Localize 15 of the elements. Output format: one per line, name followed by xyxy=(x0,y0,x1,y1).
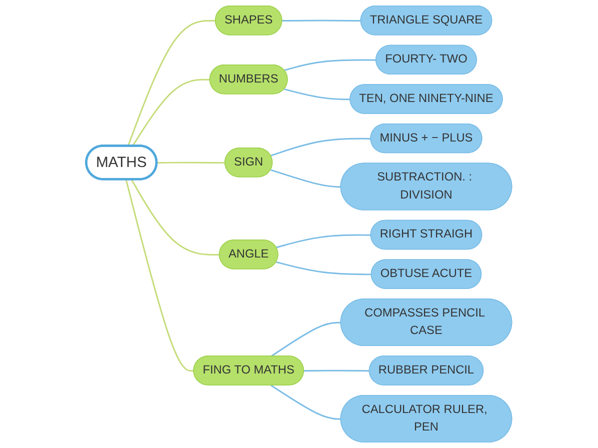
connector xyxy=(276,234,372,248)
connector xyxy=(130,179,220,256)
connector xyxy=(284,88,350,100)
connector xyxy=(270,169,342,188)
connector xyxy=(270,384,342,420)
connector xyxy=(125,179,194,372)
connector xyxy=(304,370,370,372)
connector xyxy=(270,138,371,156)
connector xyxy=(156,162,226,164)
connector xyxy=(276,261,372,276)
connector xyxy=(270,322,342,358)
connector xyxy=(132,78,210,147)
connector xyxy=(284,59,376,71)
connector xyxy=(127,20,216,146)
connector xyxy=(282,20,362,22)
